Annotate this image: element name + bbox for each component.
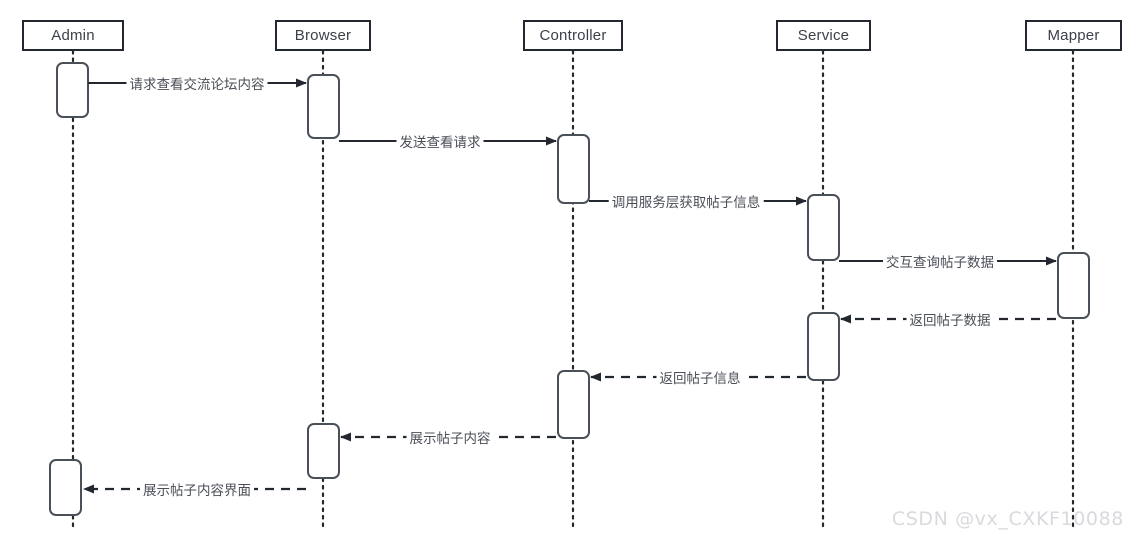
- participant-label: Admin: [51, 27, 95, 44]
- lifelines-group: [71, 49, 1075, 532]
- message-label-m3: 调用服务层获取帖子信息: [608, 191, 764, 211]
- activation-bar-controller: [557, 370, 590, 439]
- participant-label: Service: [797, 27, 850, 44]
- participant-mapper[interactable]: Mapper: [1025, 20, 1122, 51]
- message-label-m2: 发送查看请求: [396, 131, 484, 151]
- participant-label: Browser: [294, 27, 352, 44]
- participant-controller[interactable]: Controller: [523, 20, 623, 51]
- activation-bar-controller: [557, 134, 590, 204]
- activation-bar-service: [807, 312, 840, 381]
- activations-group: [49, 62, 1090, 516]
- csdn-watermark: CSDN @vx_CXKF10088: [891, 508, 1124, 530]
- participant-service[interactable]: Service: [776, 20, 871, 51]
- activation-bar-admin: [49, 459, 82, 516]
- participant-label: Controller: [539, 27, 607, 44]
- activation-bar-mapper: [1057, 252, 1090, 319]
- participant-browser[interactable]: Browser: [275, 20, 371, 51]
- participant-admin[interactable]: Admin: [22, 20, 124, 51]
- activation-bar-browser: [307, 74, 340, 139]
- message-label-m7: 展示帖子内容: [406, 427, 494, 447]
- message-label-m6: 返回帖子信息: [656, 367, 744, 387]
- message-label-m5: 返回帖子数据: [906, 309, 994, 329]
- activation-bar-browser: [307, 423, 340, 479]
- message-label-m8: 展示帖子内容界面: [140, 479, 254, 499]
- activation-bar-admin: [56, 62, 89, 118]
- participant-label: Mapper: [1047, 27, 1100, 44]
- activation-bar-service: [807, 194, 840, 261]
- message-label-m4: 交互查询帖子数据: [883, 251, 997, 271]
- message-label-m1: 请求查看交流论坛内容: [126, 73, 268, 93]
